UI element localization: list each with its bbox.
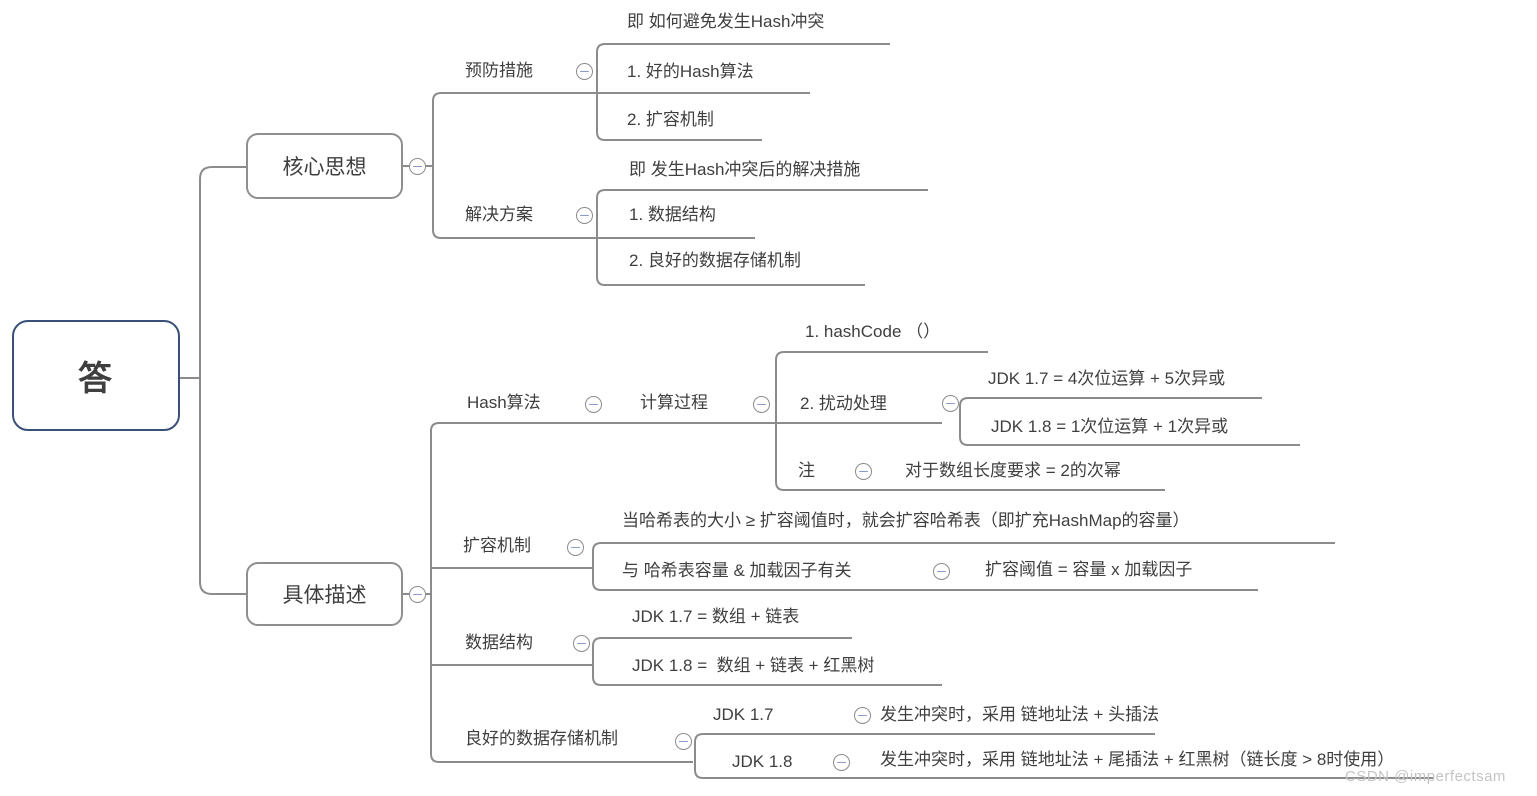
collapse-icon-expand[interactable] [567, 539, 584, 556]
collapse-icon-hash-algo[interactable] [585, 396, 602, 413]
node-jdk17s[interactable]: JDK 1.7 [713, 705, 774, 724]
node-goodhash[interactable]: 1. 好的Hash算法 [627, 62, 754, 81]
collapse-icon-detail[interactable] [409, 586, 426, 603]
collapse-icon-jdk18-storage[interactable] [833, 754, 850, 771]
node-ds1[interactable]: 1. 数据结构 [629, 205, 716, 224]
node-disturb[interactable]: 2. 扰动处理 [800, 394, 887, 413]
node-jdk18calc[interactable]: JDK 1.8 = 1次位运算 + 1次异或 [991, 417, 1229, 436]
topic-core-idea-label: 核心思想 [282, 156, 367, 179]
node-notetext[interactable]: 对于数组长度要求 = 2的次幂 [905, 461, 1121, 480]
topic-detail-desc[interactable]: 具体描述 [246, 562, 403, 626]
node-expanddesc[interactable]: 当哈希表的大小 ≥ 扩容阈值时，就会扩容哈希表（即扩充HashMap的容量） [622, 511, 1190, 530]
root-topic-label: 答 [78, 360, 114, 398]
node-jdk18s[interactable]: JDK 1.8 [732, 752, 793, 771]
collapse-icon-jdk17-storage[interactable] [854, 707, 871, 724]
collapse-icon-note[interactable] [855, 463, 872, 480]
node-after[interactable]: 即 发生Hash冲突后的解决措施 [629, 160, 861, 179]
collapse-icon-factor[interactable] [933, 563, 950, 580]
node-hashalgo[interactable]: Hash算法 [467, 393, 541, 412]
node-jdk17calc[interactable]: JDK 1.7 = 4次位运算 + 5次异或 [988, 369, 1226, 388]
node-expand2[interactable]: 扩容机制 [463, 536, 531, 555]
collapse-icon-solution[interactable] [576, 207, 593, 224]
node-storage2[interactable]: 良好的数据存储机制 [465, 729, 618, 748]
root-topic[interactable]: 答 [12, 320, 180, 431]
node-prevent[interactable]: 预防措施 [465, 61, 533, 80]
collapse-icon-calc-process[interactable] [753, 396, 770, 413]
node-tailins[interactable]: 发生冲突时，采用 链地址法 + 尾插法 + 红黑树（链长度 > 8时使用） [880, 750, 1395, 769]
node-storage1[interactable]: 2. 良好的数据存储机制 [629, 251, 801, 270]
topic-core-idea[interactable]: 核心思想 [246, 133, 403, 199]
node-solution[interactable]: 解决方案 [465, 205, 533, 224]
collapse-icon-storage[interactable] [675, 733, 692, 750]
collapse-icon-core[interactable] [409, 158, 426, 175]
node-expand1[interactable]: 2. 扩容机制 [627, 110, 714, 129]
topic-detail-desc-label: 具体描述 [282, 584, 367, 607]
node-headins[interactable]: 发生冲突时，采用 链地址法 + 头插法 [880, 705, 1160, 724]
node-hashcode[interactable]: 1. hashCode （） [805, 322, 941, 341]
node-jdk17ds[interactable]: JDK 1.7 = 数组 + 链表 [632, 607, 800, 626]
node-calc[interactable]: 计算过程 [640, 393, 708, 412]
watermark: CSDN @imperfectsam [1345, 768, 1506, 785]
collapse-icon-disturb[interactable] [942, 395, 959, 412]
node-avoid[interactable]: 即 如何避免发生Hash冲突 [627, 12, 825, 31]
node-factor[interactable]: 与 哈希表容量 & 加载因子有关 [622, 561, 852, 580]
node-note[interactable]: 注 [798, 461, 815, 480]
node-ds2[interactable]: 数据结构 [465, 633, 533, 652]
node-jdk18ds[interactable]: JDK 1.8 = 数组 + 链表 + 红黑树 [632, 656, 875, 675]
collapse-icon-datastructure[interactable] [573, 635, 590, 652]
node-threshold[interactable]: 扩容阈值 = 容量 x 加载因子 [985, 560, 1193, 579]
collapse-icon-prevent[interactable] [576, 63, 593, 80]
